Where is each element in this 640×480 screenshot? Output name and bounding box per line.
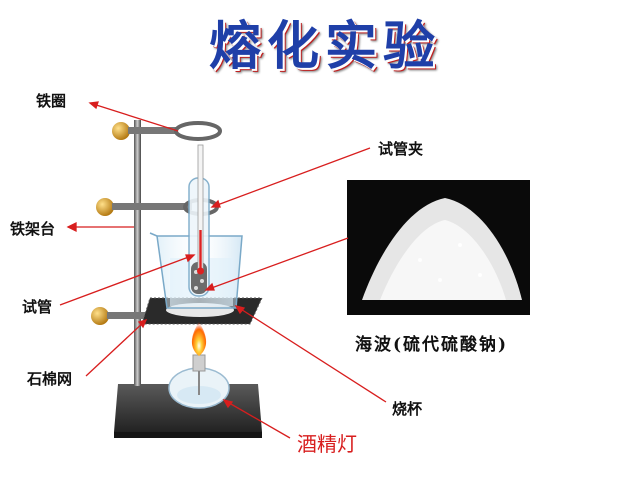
iron-ring [112,122,220,140]
label-test-tube: 试管 [22,296,52,317]
thermometer [197,145,204,275]
crystals-photo [347,180,530,315]
label-iron-stand: 铁架台 [10,218,55,239]
alcohol-lamp [169,322,229,408]
label-sodium-thiosulfate: 海波(硫代硫酸钠) [355,330,508,355]
label-alcohol-lamp: 酒精灯 [297,428,357,457]
label-asbestos-gauze: 石棉网 [27,368,72,389]
label-test-tube-clamp: 试管夹 [378,138,423,159]
label-beaker: 烧杯 [392,398,422,419]
label-iron-ring: 铁圈 [36,90,66,111]
